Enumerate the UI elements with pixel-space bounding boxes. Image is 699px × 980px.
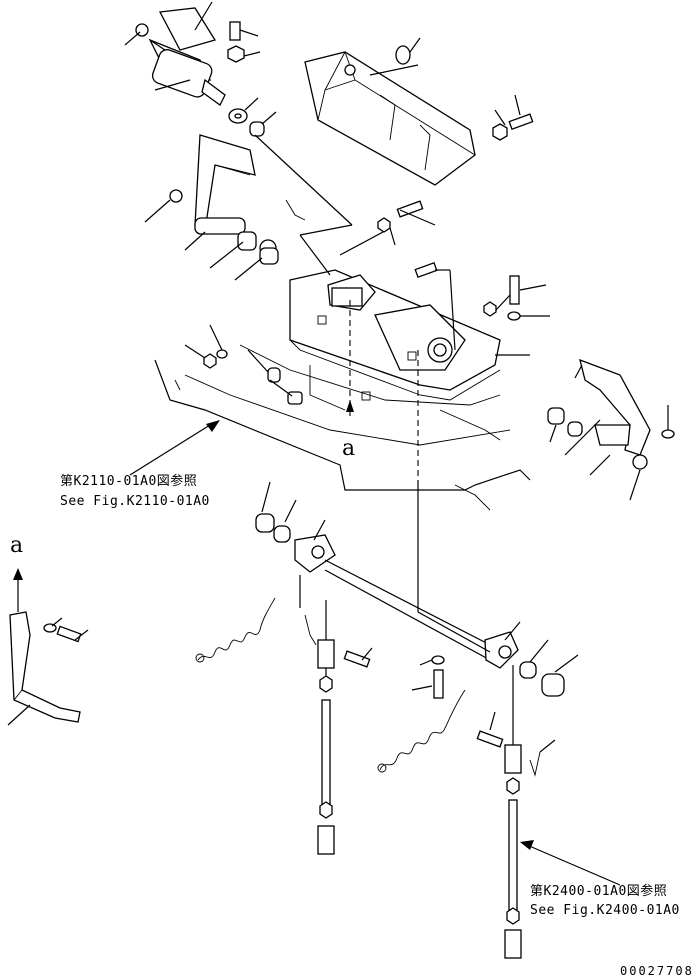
right-pedal-assembly	[547, 358, 675, 501]
view-marker-a-center: a	[342, 436, 356, 461]
top-cover	[304, 37, 534, 186]
drawing-code: 00027708	[620, 964, 694, 978]
reference-label-k2400-en: See Fig.K2400-01A0	[530, 903, 680, 918]
arrow-a-upper	[346, 400, 354, 412]
view-a-lever	[7, 568, 89, 726]
lower-linkage	[195, 481, 621, 959]
reference-label-k2400-jp: 第K2400-01A0図参照	[530, 884, 668, 899]
left-pedal-bracket	[144, 134, 353, 281]
top-pedal-assembly	[124, 1, 277, 137]
central-plate	[289, 200, 550, 401]
view-marker-a-left: a	[10, 533, 24, 558]
reference-label-k2110-en: See Fig.K2110-01A0	[60, 494, 210, 509]
reference-label-k2110-jp: 第K2110-01A0図参照	[60, 474, 198, 489]
floor-frame	[129, 324, 531, 511]
